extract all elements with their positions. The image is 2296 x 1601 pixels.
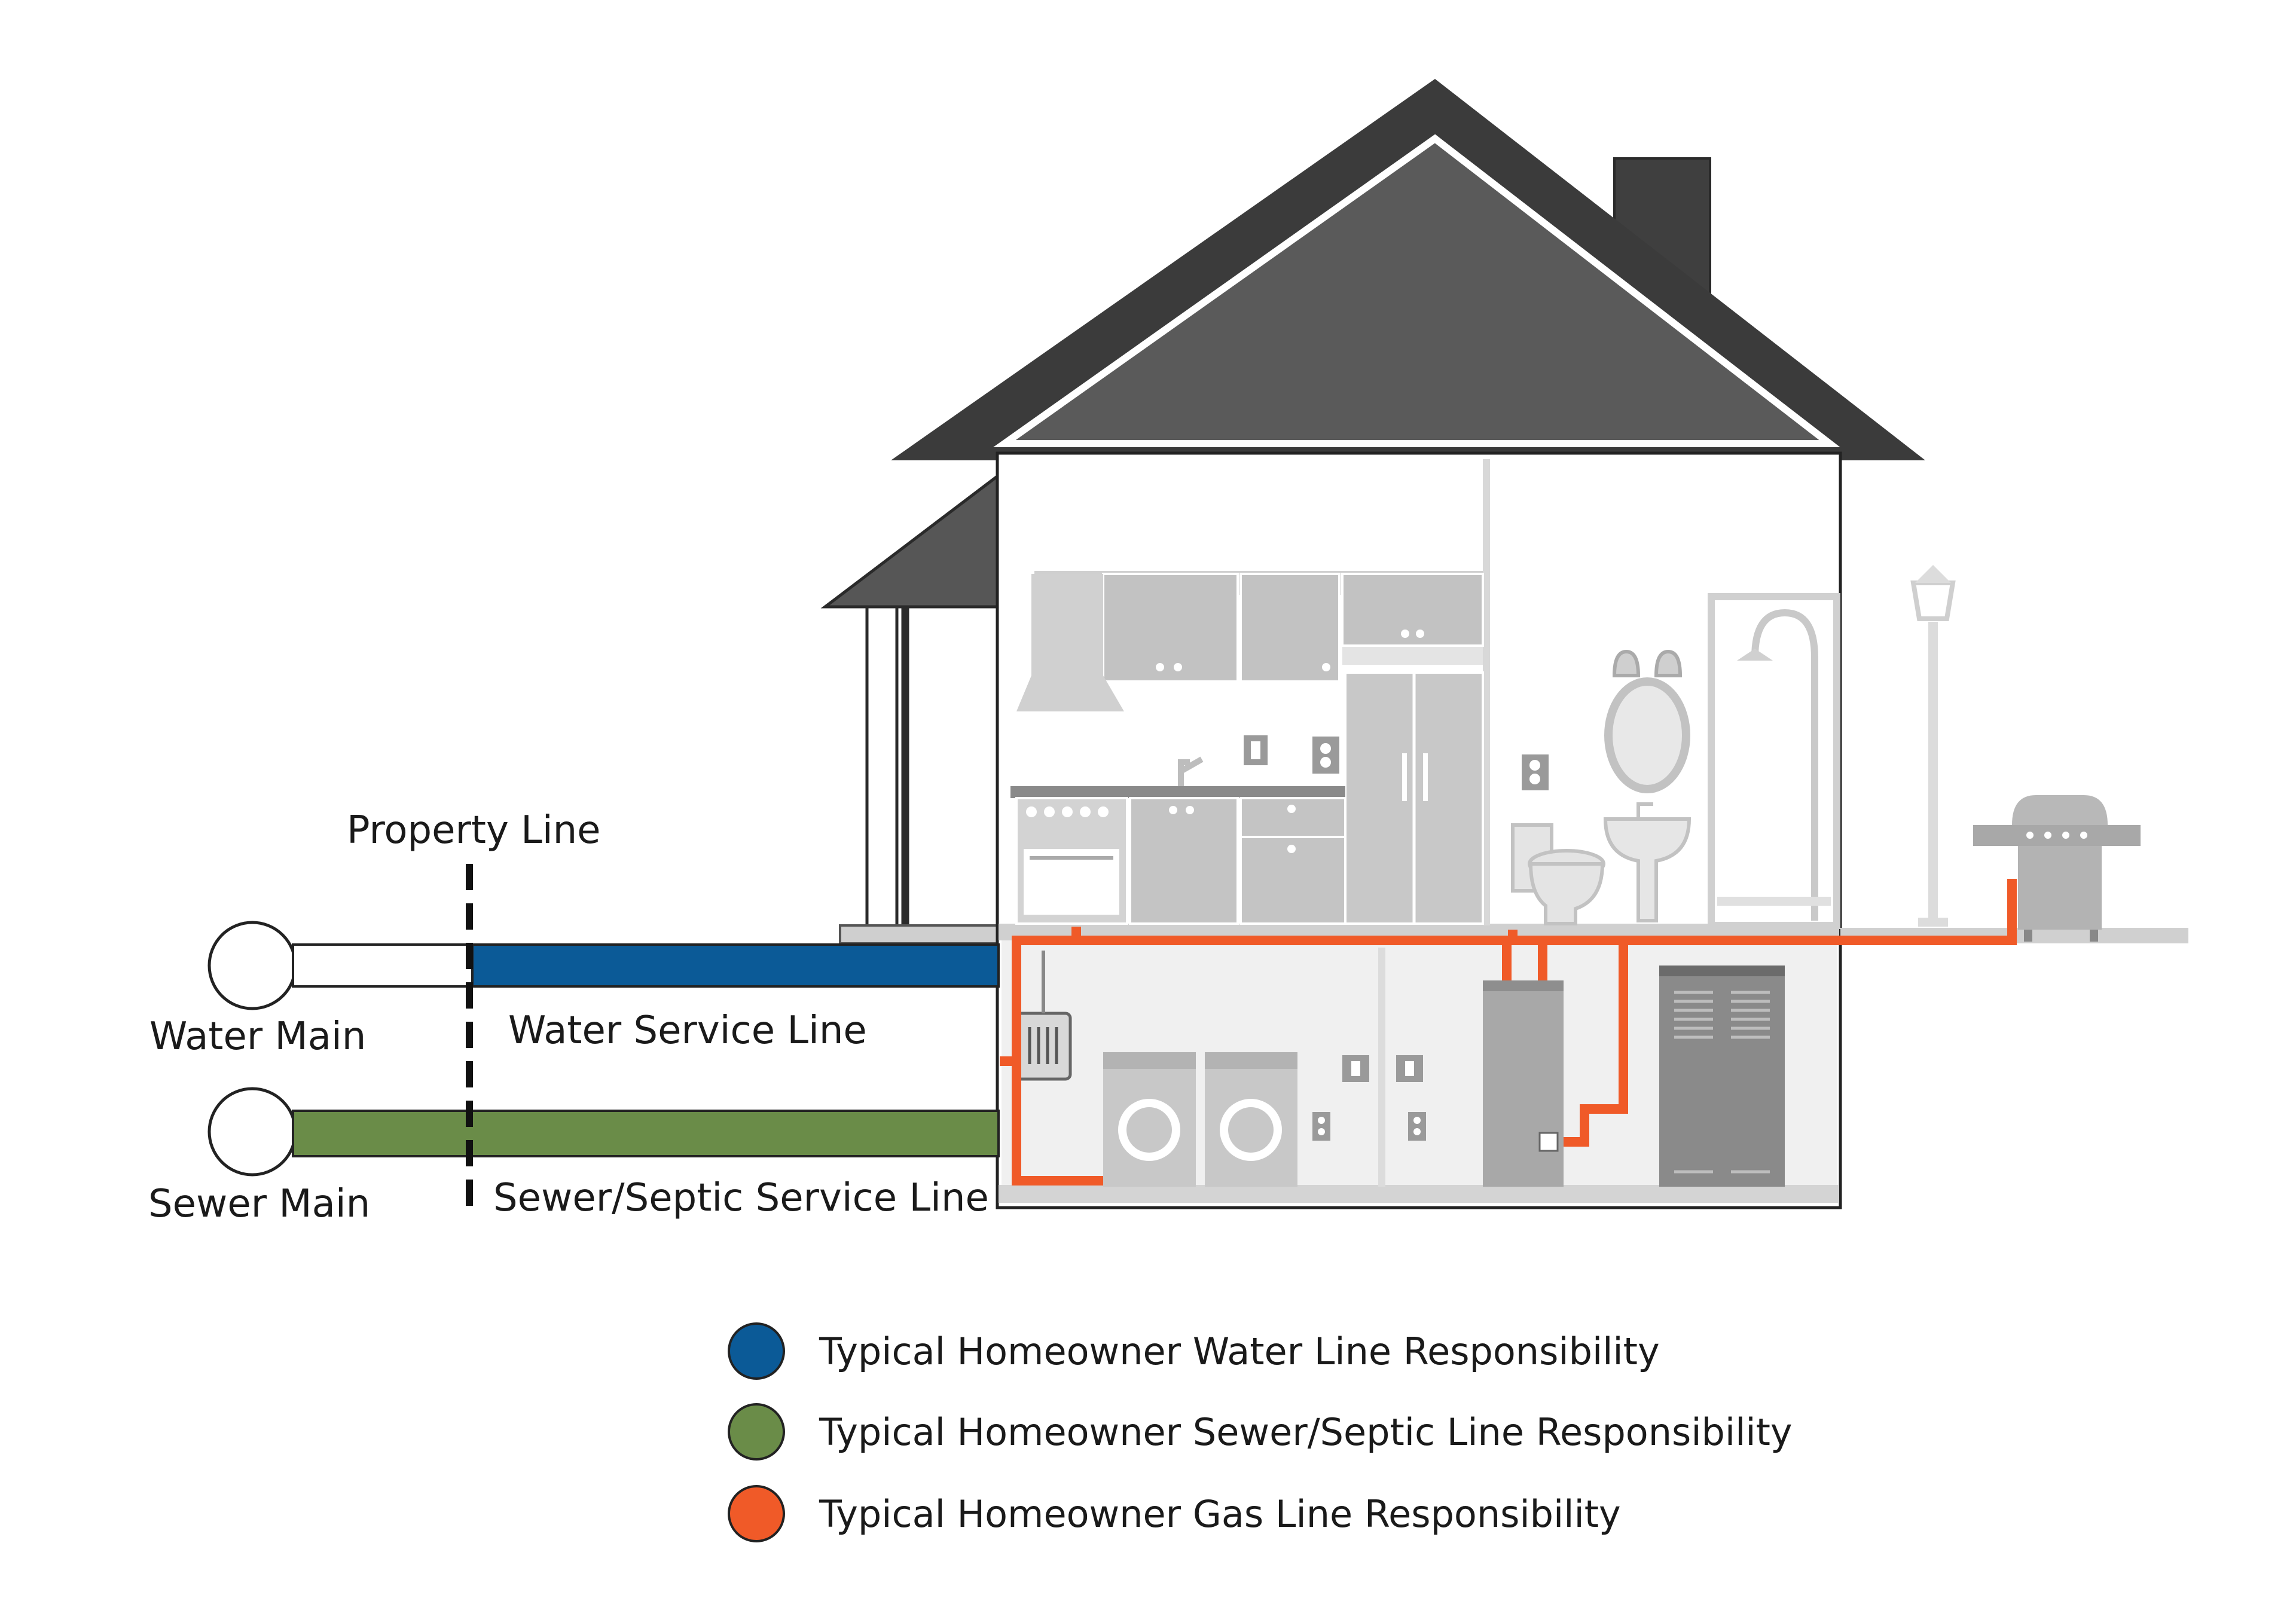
interior-wall [1483,459,1490,925]
porch-step [839,924,1015,945]
gas-furnace-branch [1564,940,1628,1147]
gas-main-run [1012,879,2017,1186]
gas-water-heater-branch [1502,940,1547,980]
legend-swatch-sewer [728,1403,785,1461]
toilet [1511,823,1605,925]
legend-label-sewer: Typical Homeowner Sewer/Septic Line Resp… [819,1410,1793,1454]
dryer [1205,1052,1297,1187]
outlet-icon [1522,754,1549,790]
sewer-service-line [292,1110,1000,1157]
porch-roof [820,463,1012,609]
legend-swatch-gas [728,1485,785,1542]
upper-cabinet [1239,573,1341,683]
basement-wall [1378,948,1385,1187]
kitchen-faucet-icon [1178,756,1204,786]
sewer-service-line-label: Sewer/Septic Service Line [493,1176,989,1220]
water-heater [1483,980,1564,1187]
water-main-pipe [207,921,297,1010]
gas-lines [1000,879,2017,1186]
upper-cabinet [1102,573,1239,683]
mirror [1604,677,1690,793]
shower [1708,593,1840,929]
sconce-icon [1654,649,1683,677]
furnace [1659,966,1785,1187]
bathroom [1511,593,1840,929]
legend: Typical Homeowner Water Line Responsibil… [728,1322,1793,1542]
water-service-line-label: Water Service Line [508,1009,867,1053]
kitchen [1010,571,1484,925]
main-roof-inner [993,134,1840,447]
range-hood [1016,574,1124,711]
lower-cabinet [1129,797,1239,925]
sewer-main-pipe [207,1087,297,1177]
basement-floor [999,1185,1839,1203]
legend-item-gas: Typical Homeowner Gas Line Responsibilit… [728,1485,1621,1542]
legend-item-sewer: Typical Homeowner Sewer/Septic Line Resp… [728,1403,1793,1461]
legend-item-water: Typical Homeowner Water Line Responsibil… [728,1322,1660,1380]
water-service-line [471,943,1000,988]
countertop [1010,786,1345,798]
legend-swatch-water [728,1322,785,1380]
sconce-icon [1612,649,1641,677]
washer [1103,1052,1196,1187]
legend-label-gas: Typical Homeowner Gas Line Responsibilit… [819,1492,1621,1536]
sewer-main-label: Sewer Main [148,1182,370,1226]
pedestal-sink [1603,802,1692,922]
porch-posts [865,605,909,931]
electrical-panel [1015,1012,1072,1081]
legend-label-water: Typical Homeowner Water Line Responsibil… [819,1330,1660,1373]
lower-cabinet [1239,797,1347,925]
water-main-label: Water Main [149,1015,366,1059]
lamp-post [1910,565,1956,927]
upper-cabinet [1341,573,1484,647]
basement-appliances [1015,951,1785,1187]
outlet-icon [1312,737,1339,774]
water-public-line [292,943,474,988]
property-line-label: Property Line [347,808,601,853]
grill [1973,795,2141,942]
